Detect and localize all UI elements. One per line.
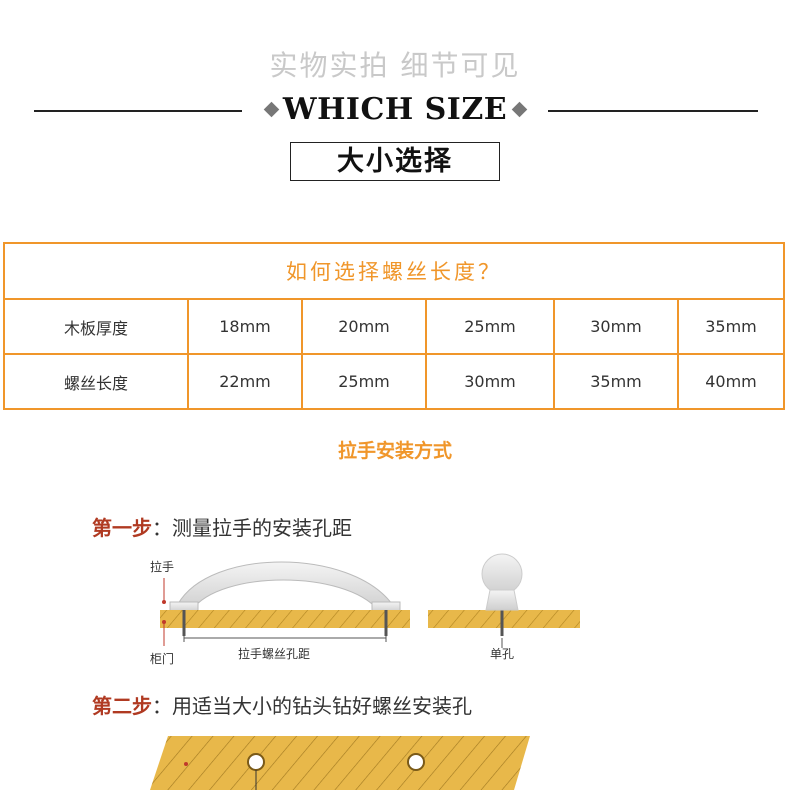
- step2-heading: 第二步：用适当大小的钻头钻好螺丝安装孔: [92, 690, 472, 719]
- right-divider: [548, 110, 758, 112]
- label-single-hole: 单孔: [490, 647, 515, 661]
- step1-sep: ：: [152, 516, 172, 540]
- table-caption: 如何选择螺丝长度？: [3, 242, 785, 300]
- drill-hole-left: [247, 753, 265, 771]
- row-label: 木板厚度: [3, 298, 189, 355]
- drilled-board: [150, 736, 530, 790]
- which-size-heading: WHICH SIZE: [282, 92, 508, 127]
- table-row: 螺丝长度 22mm 25mm 30mm 35mm 40mm: [3, 353, 785, 410]
- subtitle: 实物实拍 细节可见: [269, 49, 521, 82]
- step2-key: 第二步: [92, 694, 152, 718]
- step1-text: 测量拉手的安装孔距: [172, 516, 352, 540]
- step2-text: 用适当大小的钻头钻好螺丝安装孔: [172, 694, 472, 718]
- row-label: 螺丝长度: [3, 353, 189, 410]
- table-cell: 20mm: [301, 298, 427, 355]
- table-cell: 25mm: [425, 298, 555, 355]
- step2-sep: ：: [152, 694, 172, 718]
- drill-hole-right: [407, 753, 425, 771]
- table-cell: 30mm: [425, 353, 555, 410]
- door-board-right: [428, 610, 580, 628]
- table-cell: 30mm: [553, 298, 679, 355]
- table-row: 木板厚度 18mm 20mm 25mm 30mm 35mm: [3, 298, 785, 355]
- table-cell: 35mm: [553, 353, 679, 410]
- install-method-title: 拉手安装方式: [337, 440, 452, 462]
- table-cell: 35mm: [677, 298, 785, 355]
- step1-heading: 第一步：测量拉手的安装孔距: [92, 512, 352, 541]
- step1-key: 第一步: [92, 516, 152, 540]
- step1-diagram: [160, 553, 580, 648]
- label-handle: 拉手: [150, 560, 175, 574]
- left-divider: [34, 110, 242, 112]
- knob-shape: [481, 553, 523, 595]
- handle-shape: [177, 561, 393, 611]
- screw-length-table: 如何选择螺丝长度？ 木板厚度 18mm 20mm 25mm 30mm 35mm …: [3, 242, 785, 410]
- size-choice-box: 大小选择: [290, 142, 500, 181]
- table-cell: 18mm: [187, 298, 303, 355]
- table-cell: 25mm: [301, 353, 427, 410]
- step2-diagram: [150, 736, 530, 790]
- label-hole-distance: 拉手螺丝孔距: [238, 647, 311, 661]
- table-cell: 22mm: [187, 353, 303, 410]
- table-cell: 40mm: [677, 353, 785, 410]
- door-board: [160, 610, 410, 628]
- label-door: 柜门: [150, 652, 175, 666]
